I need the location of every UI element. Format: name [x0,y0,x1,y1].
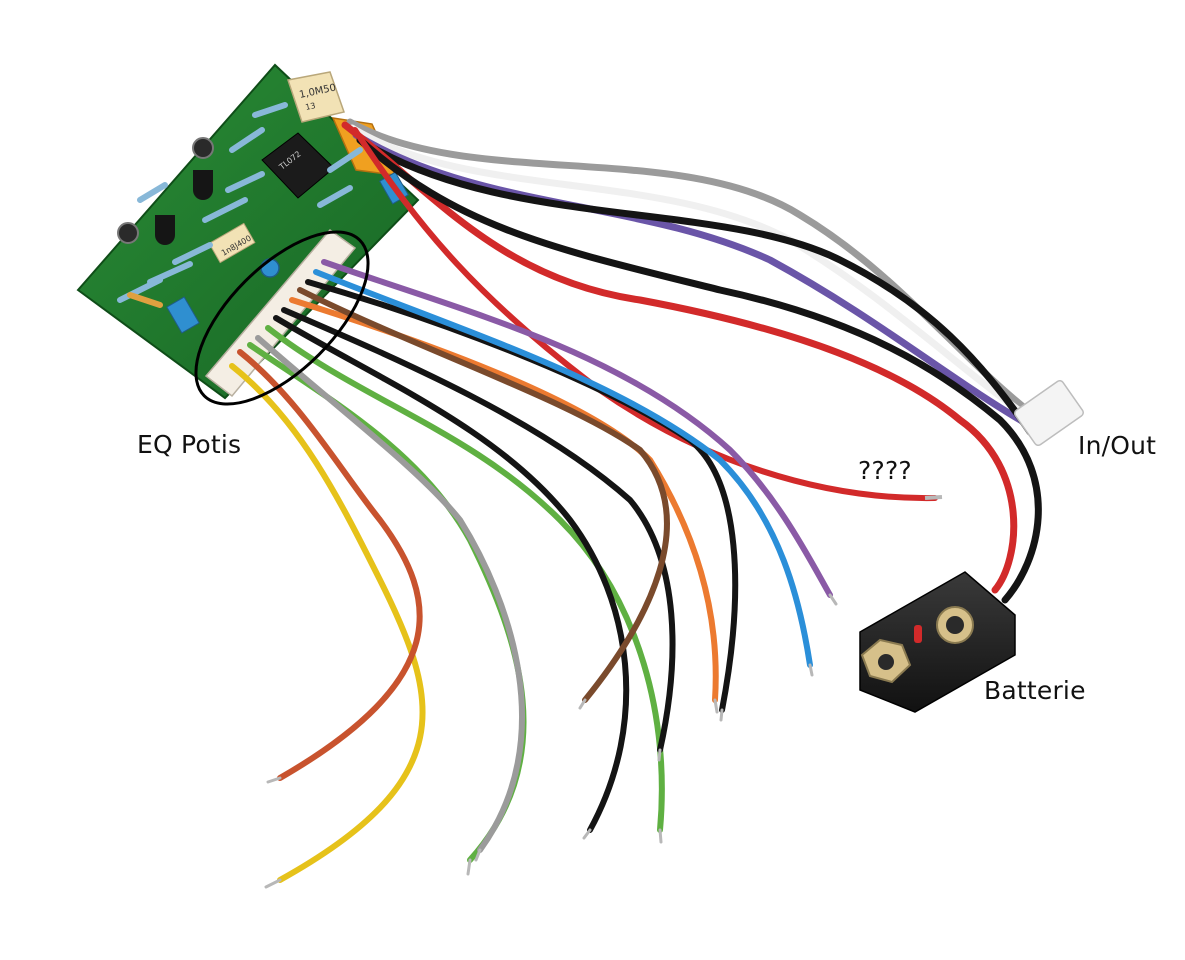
battery-clip [859,571,1016,713]
in-out-wires [346,118,1044,436]
unknown-red-wire [352,127,938,502]
eq-highlight-ellipse [194,230,370,406]
electrolytic-capacitor [117,222,139,244]
battery-terminal-negative [860,638,912,684]
trim-resistor-subtext: 13 [305,101,317,112]
battery-terminal-positive [936,606,974,644]
in-out-plug [1014,379,1084,447]
eq-potis-label: EQ Potis [137,430,242,459]
transistor [155,215,175,245]
electrolytic-capacitor [192,137,214,159]
battery-label: Batterie [984,676,1086,705]
eq-wire-tips [264,593,838,889]
battery-wires [341,121,1042,604]
trim-resistor: 1,0M50 13 [287,71,345,123]
eq-wires [229,259,833,883]
in-out-label: In/Out [1078,431,1157,460]
transistor [193,170,213,200]
unknown-wire-label: ???? [858,456,912,485]
blue-capacitor [260,258,280,278]
resistors [117,102,363,303]
wire-tip [924,495,943,500]
blue-capacitor [166,296,200,334]
film-capacitor: 1n8J400 [208,222,256,264]
